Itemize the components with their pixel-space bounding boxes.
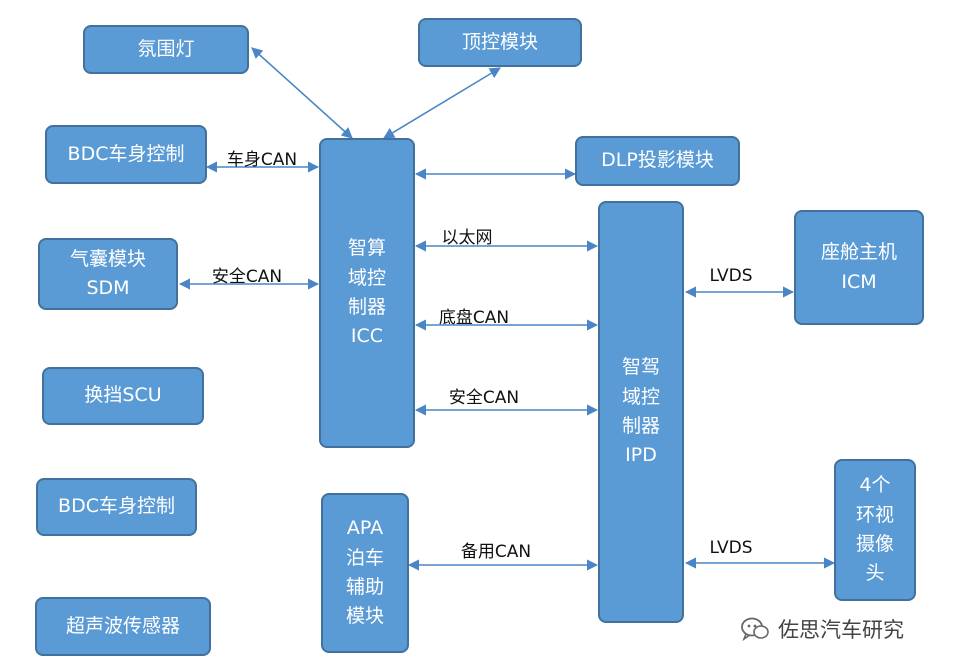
airbag-sdm-node: 气囊模块 SDM [38,238,178,310]
icc-domain-controller-node: 智算域控制器 ICC [319,138,415,448]
ambient-light-node: 氛围灯 [83,25,249,74]
node-label-line: BDC车身控制 [58,495,175,518]
node-label-line: 环视 [855,503,894,526]
node-label-line: 制器 [621,415,660,437]
edge-label-lvds-cameras: LVDS [709,538,753,558]
node-label-line: 座舱主机 [820,241,897,264]
node-label-line: DLP投影模块 [601,149,714,172]
ipd-domain-controller-node: 智驾域控制器 IPD [598,201,684,623]
link-roof-icc [383,67,501,139]
edge-label-chassis-can: 底盘CAN [438,308,510,328]
bdc-body-control-node-bottom: BDC车身控制 [36,478,197,536]
roof-control-node: 顶控模块 [418,18,582,67]
edge-label-lvds-icm: LVDS [709,266,753,286]
node-label-line: SDM [86,277,130,299]
edge-label-ethernet: 以太网 [441,228,493,248]
node-label-line: 域控 [621,385,660,408]
node-label-line: IPD [625,444,657,467]
node-label-line: 超声波传感器 [65,614,180,637]
shift-scu-node: 换挡SCU [42,367,204,425]
node-label-line: 制器 [347,296,386,318]
node-label-line: BDC车身控制 [67,142,185,165]
surround-cameras-node: 4个环视摄像头 [834,459,916,601]
node-label-line: 4个 [859,474,891,497]
node-label-line: 泊车 [345,546,384,569]
bdc-body-control-node-top: BDC车身控制 [45,125,207,184]
watermark-text: 佐思汽车研究 [778,618,904,642]
node-label-line: 智驾 [621,356,660,379]
node-label-line: 头 [865,562,885,585]
edge-label-body-can: 车身CAN [226,150,298,170]
node-label-line: 换挡SCU [84,384,162,407]
edge-label-safety-can-ipd: 安全CAN [448,388,520,408]
dlp-projection-node: DLP投影模块 [575,136,740,186]
node-label-line: APA [346,517,384,540]
node-label-line: 智算 [347,237,386,260]
edge-label-backup-can: 备用CAN [460,542,532,562]
ultrasonic-sensor-node: 超声波传感器 [35,597,211,656]
node-label-line: 顶控模块 [461,30,538,53]
node-label-line: 模块 [345,605,384,628]
link-ambient-icc [251,47,353,139]
icm-cockpit-node: 座舱主机 ICM [794,210,924,325]
edge-label-safety-can-airbag: 安全CAN [211,267,283,287]
node-label-line: 气囊模块 [69,247,146,270]
node-label-line: 摄像 [855,533,894,555]
node-label-line: ICM [841,270,877,293]
wechat-icon [741,617,769,642]
node-label-line: 域控 [347,266,386,289]
node-label-line: 辅助 [345,576,384,598]
watermark: 佐思汽车研究 [740,612,904,646]
node-label-line: 氛围灯 [137,37,195,60]
apa-parking-assist-node: APA 泊车辅助模块 [321,493,409,653]
node-label-line: ICC [350,325,384,348]
